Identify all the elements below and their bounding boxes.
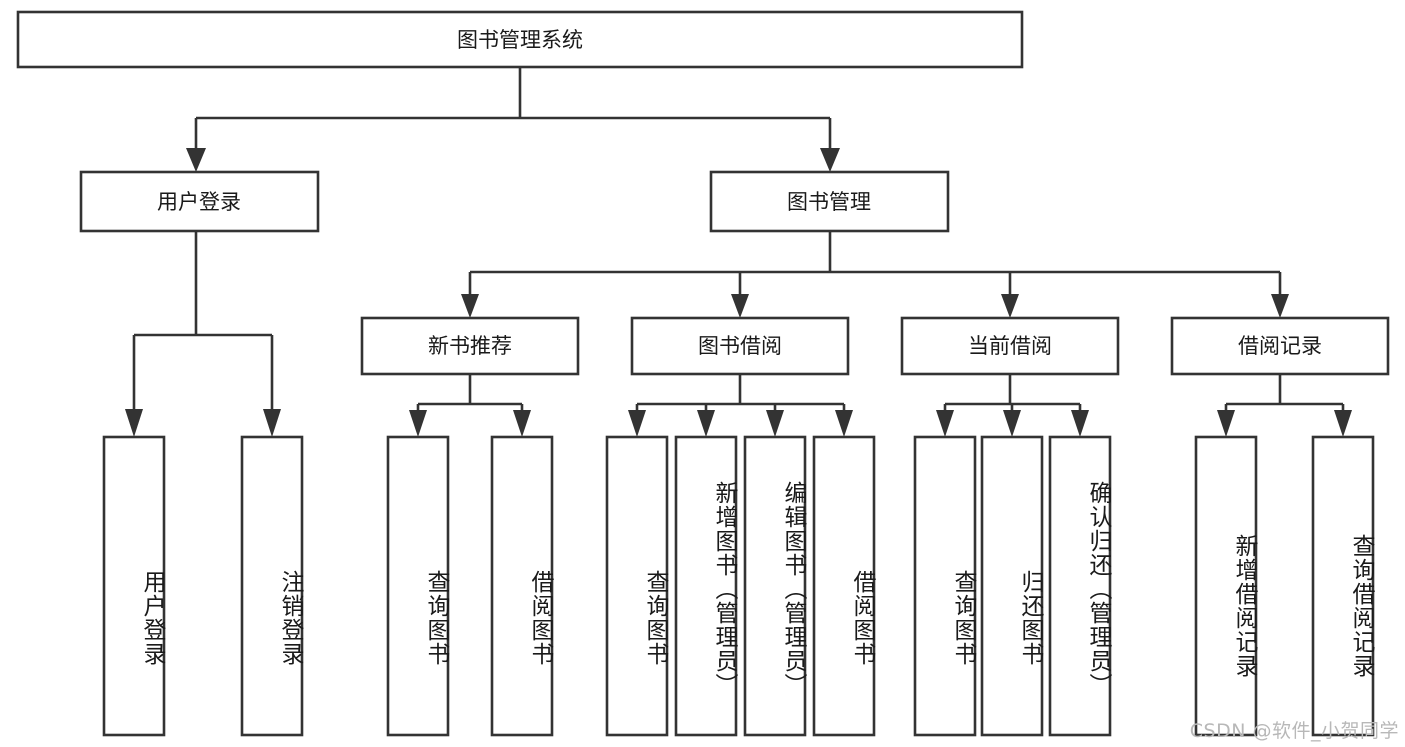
leaf-box-book-borrow-1[interactable]	[605, 435, 669, 737]
node-book-manage-box[interactable]	[709, 170, 950, 233]
arrowhead-bb-1	[628, 410, 646, 437]
connectors-group	[125, 67, 1352, 437]
node-user-login[interactable]: 用户登录	[79, 170, 320, 233]
node-current-borrow-box[interactable]	[900, 316, 1120, 376]
leaf-box-new-book-1[interactable]	[386, 435, 450, 737]
node-user-login-box[interactable]	[79, 170, 320, 233]
node-book-borrow[interactable]: 图书借阅	[630, 316, 850, 376]
node-root-box[interactable]	[16, 10, 1024, 69]
arrowhead-cb-2	[1003, 410, 1021, 437]
node-new-book-recommend-label: 新书推荐	[428, 334, 512, 358]
node-book-manage-label: 图书管理	[787, 190, 871, 214]
arrowhead-l3-4	[1271, 294, 1289, 318]
arrowhead-bb-2	[697, 410, 715, 437]
arrowhead-br-2	[1334, 410, 1352, 437]
leaf-box-book-borrow-3[interactable]	[743, 435, 807, 737]
arrowhead-ul-1	[125, 409, 143, 437]
node-new-book-recommend[interactable]: 新书推荐	[360, 316, 580, 376]
leaf-box-borrow-record-2[interactable]	[1311, 435, 1375, 737]
node-root[interactable]: 图书管理系统	[16, 10, 1024, 69]
node-borrow-record-box[interactable]	[1170, 316, 1390, 376]
leaf-box-current-borrow-1[interactable]	[913, 435, 977, 737]
leaf-box-current-borrow-3[interactable]	[1048, 435, 1112, 737]
leaf-box-user-login-2[interactable]	[240, 435, 304, 737]
leaf-box-book-borrow-2[interactable]	[674, 435, 738, 737]
leaf-box-borrow-record-1[interactable]	[1194, 435, 1258, 737]
node-user-login-label: 用户登录	[157, 190, 241, 214]
leaf-box-user-login-1[interactable]	[102, 435, 166, 737]
arrowhead-br-1	[1217, 410, 1235, 437]
node-current-borrow[interactable]: 当前借阅	[900, 316, 1120, 376]
arrowhead-user-login	[186, 148, 206, 172]
arrowhead-l3-1	[461, 294, 479, 318]
leaf-box-book-borrow-4[interactable]	[812, 435, 876, 737]
leaf-box-new-book-2[interactable]	[490, 435, 554, 737]
node-borrow-record[interactable]: 借阅记录	[1170, 316, 1390, 376]
leaf-box-current-borrow-2[interactable]	[980, 435, 1044, 737]
arrowhead-book-manage	[820, 148, 840, 172]
leaf-boxes-group	[102, 435, 1375, 737]
arrowhead-l3-2	[731, 294, 749, 318]
node-current-borrow-label: 当前借阅	[968, 334, 1052, 358]
arrowhead-bb-4	[835, 410, 853, 437]
arrowhead-cb-1	[936, 410, 954, 437]
watermark: CSDN @软件_小贺同学	[1189, 720, 1399, 742]
arrowhead-ul-2	[263, 409, 281, 437]
arrowhead-cb-3	[1071, 410, 1089, 437]
node-book-manage[interactable]: 图书管理	[709, 170, 950, 233]
arrowhead-bb-3	[766, 410, 784, 437]
arrowhead-l3-3	[1001, 294, 1019, 318]
node-book-borrow-box[interactable]	[630, 316, 850, 376]
arrowhead-nbr-1	[409, 410, 427, 437]
node-new-book-recommend-box[interactable]	[360, 316, 580, 376]
node-book-borrow-label: 图书借阅	[698, 334, 782, 358]
node-borrow-record-label: 借阅记录	[1238, 334, 1322, 358]
arrowhead-nbr-2	[513, 410, 531, 437]
node-root-label: 图书管理系统	[457, 28, 583, 52]
